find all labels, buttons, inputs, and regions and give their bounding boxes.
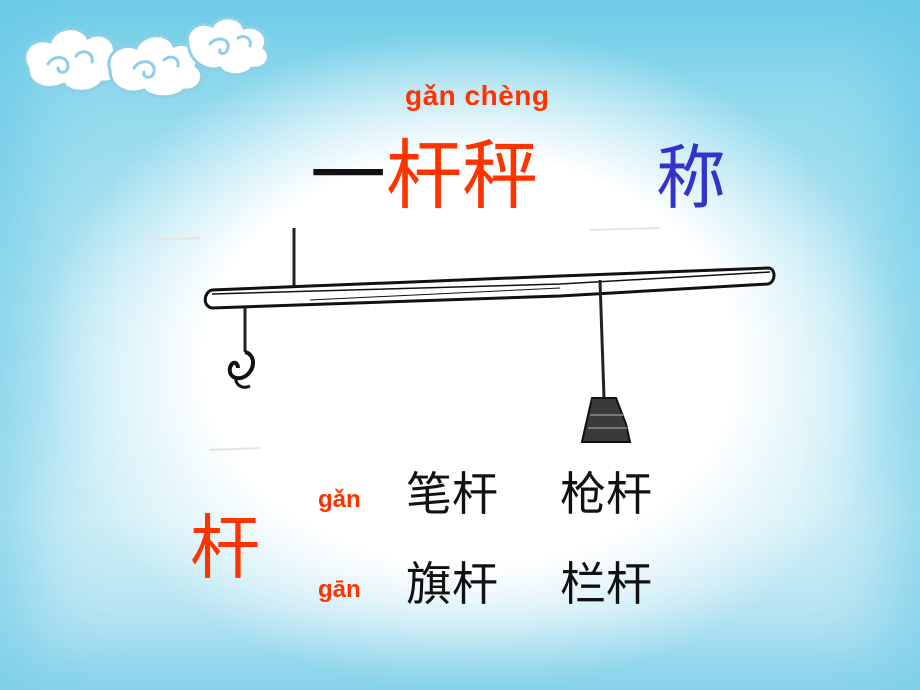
hook-icon [227, 350, 255, 381]
reading-pinyin-first-tone: gān [318, 576, 361, 603]
example-word: 旗杆 [406, 557, 498, 611]
title-phrase: 一杆秤 [310, 130, 538, 222]
title-highlight: 杆秤 [386, 131, 538, 220]
title-prefix: 一 [310, 131, 386, 220]
reading-pinyin-third-tone: gǎn [318, 486, 361, 513]
weight-string [598, 279, 606, 399]
example-word: 枪杆 [560, 467, 652, 521]
example-word: 栏杆 [560, 557, 652, 611]
counterweight-icon [580, 397, 632, 443]
title-extra-character: 称 [656, 137, 726, 219]
focus-character: 杆 [190, 507, 260, 589]
title-pinyin: gǎn chèng [405, 80, 550, 111]
clouds-decoration [23, 16, 270, 99]
steelyard-scale-illustration [140, 227, 776, 451]
example-word: 笔杆 [406, 467, 498, 521]
scale-beam [203, 266, 776, 310]
